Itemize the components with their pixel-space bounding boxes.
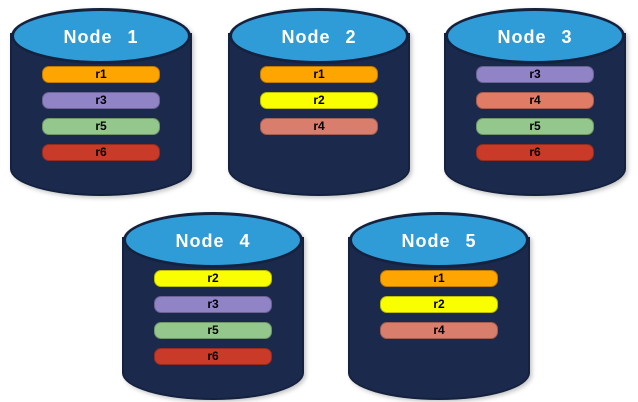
replica-bar-r1: r1 bbox=[260, 66, 378, 83]
cylinder-top: Node 5 bbox=[349, 212, 529, 268]
node-title: Node 5 bbox=[401, 230, 477, 251]
replica-bar-r5: r5 bbox=[476, 118, 594, 135]
cylinder-top: Node 3 bbox=[445, 8, 625, 64]
database-node-2: Node 2 r1 r2 r4 bbox=[228, 8, 410, 196]
database-node-4: Node 4 r2 r3 r5 r6 bbox=[122, 212, 304, 400]
database-node-3: Node 3 r3 r4 r5 r6 bbox=[444, 8, 626, 196]
replica-bar-r3: r3 bbox=[42, 92, 160, 109]
node-title: Node 2 bbox=[281, 26, 357, 47]
cylinder-top: Node 1 bbox=[11, 8, 191, 64]
replica-bar-r2: r2 bbox=[154, 270, 272, 287]
replica-bar-r6: r6 bbox=[476, 144, 594, 161]
replica-bar-r2: r2 bbox=[380, 296, 498, 313]
replica-bar-list: r3 r4 r5 r6 bbox=[444, 66, 626, 161]
replica-bar-r5: r5 bbox=[154, 322, 272, 339]
replica-bar-r4: r4 bbox=[260, 118, 378, 135]
replica-bar-r4: r4 bbox=[476, 92, 594, 109]
replica-bar-r1: r1 bbox=[42, 66, 160, 83]
replica-bar-list: r1 r3 r5 r6 bbox=[10, 66, 192, 161]
node-title: Node 3 bbox=[497, 26, 573, 47]
replica-bar-r1: r1 bbox=[380, 270, 498, 287]
replica-bar-r6: r6 bbox=[42, 144, 160, 161]
database-node-5: Node 5 r1 r2 r4 bbox=[348, 212, 530, 400]
node-title: Node 1 bbox=[63, 26, 139, 47]
cylinder-top: Node 4 bbox=[123, 212, 303, 268]
replica-bar-r2: r2 bbox=[260, 92, 378, 109]
replica-bar-list: r1 r2 r4 bbox=[348, 270, 530, 339]
database-node-1: Node 1 r1 r3 r5 r6 bbox=[10, 8, 192, 196]
replica-bar-r6: r6 bbox=[154, 348, 272, 365]
replica-bar-r3: r3 bbox=[476, 66, 594, 83]
replica-bar-r4: r4 bbox=[380, 322, 498, 339]
replica-bar-r3: r3 bbox=[154, 296, 272, 313]
replica-bar-r5: r5 bbox=[42, 118, 160, 135]
node-title: Node 4 bbox=[175, 230, 251, 251]
replica-bar-list: r2 r3 r5 r6 bbox=[122, 270, 304, 365]
cylinder-top: Node 2 bbox=[229, 8, 409, 64]
replica-bar-list: r1 r2 r4 bbox=[228, 66, 410, 135]
